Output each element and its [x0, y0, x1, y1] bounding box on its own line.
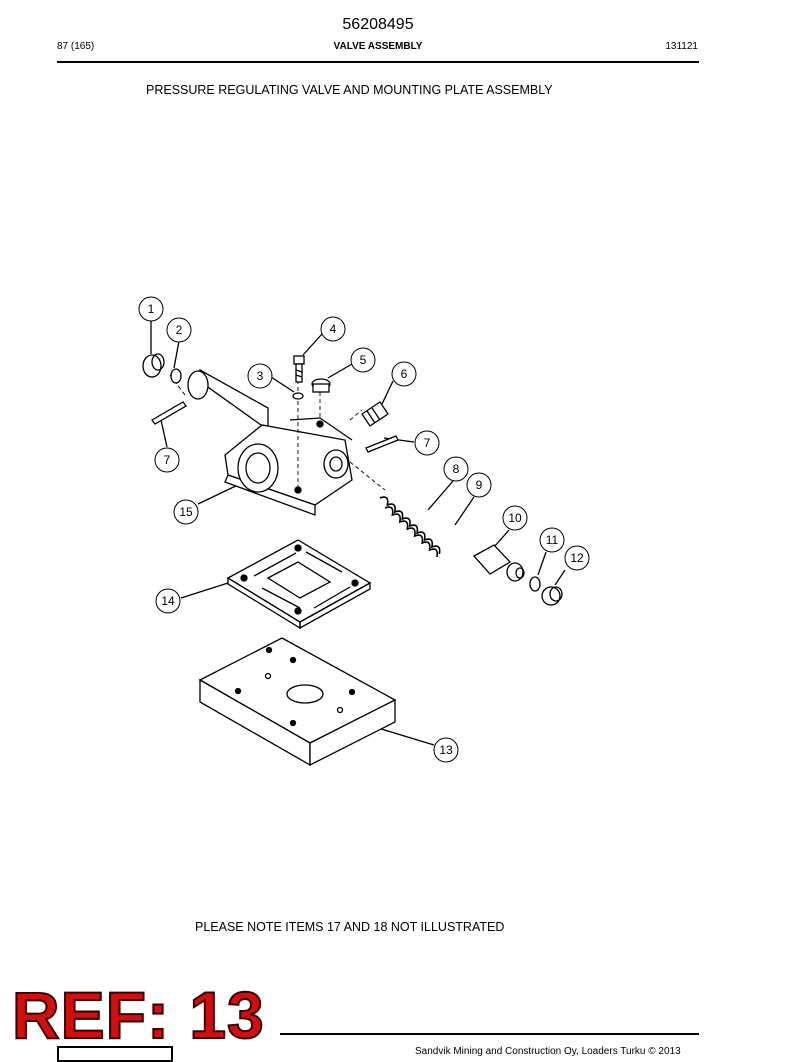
callout-10: 10 [502, 505, 528, 531]
svg-text:11: 11 [546, 533, 559, 547]
pin-7-left [151, 401, 187, 425]
svg-text:7: 7 [164, 453, 171, 467]
callout-12: 12 [564, 545, 590, 571]
pin-7-right [365, 435, 399, 453]
leader-line [381, 380, 394, 405]
washer-3 [292, 392, 304, 400]
bolt-4 [293, 355, 305, 383]
leader-line [454, 496, 475, 526]
o-ring-2 [170, 368, 182, 384]
footer-rule [280, 1033, 699, 1035]
callout-1: 1 [138, 296, 164, 322]
date-code: 131121 [665, 41, 698, 52]
leader-line [427, 480, 454, 511]
svg-text:1: 1 [148, 302, 155, 316]
svg-text:12: 12 [570, 551, 584, 565]
svg-text:6: 6 [401, 367, 408, 381]
callout-15: 15 [173, 499, 199, 525]
leader-line [160, 419, 168, 448]
svg-text:8: 8 [453, 462, 460, 476]
callout-7-left: 7 [154, 447, 180, 473]
ref-stamp: REF: 13 [11, 978, 265, 1052]
spring-8-9 [379, 496, 441, 558]
svg-text:9: 9 [476, 478, 483, 492]
plug-1 [142, 353, 165, 378]
o-ring-11 [529, 576, 541, 592]
svg-text:7: 7 [424, 436, 431, 450]
header-rule [57, 61, 699, 63]
leader-line [377, 727, 435, 746]
callout-11: 11 [539, 527, 565, 553]
svg-text:2: 2 [176, 323, 183, 337]
callout-7-right: 7 [414, 430, 440, 456]
leader-line [327, 363, 353, 379]
callout-4: 4 [320, 316, 346, 342]
leader-line [197, 482, 243, 505]
plug-6 [361, 401, 389, 427]
page-count: 87 (165) [57, 41, 95, 52]
valve-body [187, 368, 353, 516]
section-title: VALVE ASSEMBLY [333, 41, 423, 52]
plug-5 [311, 378, 331, 393]
callout-6: 6 [391, 361, 417, 387]
callout-13: 13 [433, 737, 459, 763]
callout-9: 9 [466, 472, 492, 498]
svg-text:10: 10 [508, 511, 522, 525]
svg-text:3: 3 [257, 369, 264, 383]
leader-line [493, 529, 510, 548]
svg-text:15: 15 [179, 505, 193, 519]
callout-14: 14 [155, 588, 181, 614]
svg-text:13: 13 [439, 743, 453, 757]
leader-line [302, 333, 323, 356]
leader-line [180, 582, 229, 599]
leader-line [537, 551, 547, 576]
leader-line [270, 376, 295, 393]
footnote: PLEASE NOTE ITEMS 17 AND 18 NOT ILLUSTRA… [195, 920, 505, 934]
callout-2: 2 [166, 317, 192, 343]
callout-8: 8 [443, 456, 469, 482]
leader-line [554, 569, 566, 586]
figure-title: PRESSURE REGULATING VALVE AND MOUNTING P… [146, 83, 553, 97]
brand-logo [57, 1046, 173, 1062]
document-number: 56208495 [342, 16, 414, 33]
gasket [226, 539, 372, 630]
callout-5: 5 [350, 347, 376, 373]
mounting-plate [198, 637, 397, 767]
leader-line [173, 340, 180, 369]
svg-text:4: 4 [330, 322, 337, 336]
svg-text:14: 14 [161, 594, 175, 608]
callout-3: 3 [247, 363, 273, 389]
plug-12 [541, 586, 563, 606]
svg-text:5: 5 [360, 353, 367, 367]
footer-copyright: Sandvik Mining and Construction Oy, Load… [415, 1046, 681, 1057]
valve-spool-10 [472, 544, 525, 582]
